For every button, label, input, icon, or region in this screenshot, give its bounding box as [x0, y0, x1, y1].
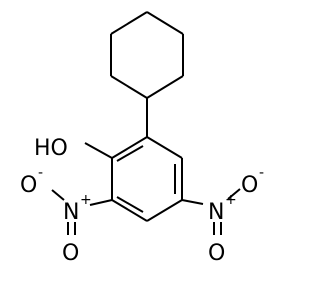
bond-c-n-right: [181, 199, 204, 205]
nitro-left-o-top-label: O: [20, 173, 37, 198]
bond-n-o-right-top: [227, 188, 241, 200]
bond-ar-4: [111, 199, 148, 222]
nitro-right-o-top-charge: -: [259, 165, 264, 181]
bond-ar-double-3: [116, 145, 144, 162]
bond-ar-3: [146, 199, 183, 222]
nitro-right-n-label: N: [208, 200, 224, 225]
bond-c-n-left: [89, 199, 113, 206]
nitro-right-o-top-label: O: [241, 173, 258, 198]
structure-diagram: HO N + O - O N + O - O: [20, 11, 264, 266]
cyclohexyl-ring: [110, 11, 184, 99]
bond-ar-6: [111, 136, 148, 159]
nitro-left-o-bottom-label: O: [62, 241, 79, 266]
nitro-right-n-charge: +: [225, 192, 237, 208]
bond-cy-6: [110, 11, 148, 35]
benzene-ring: [111, 136, 183, 222]
bond-cy-1: [146, 11, 184, 35]
hydroxyl-label: HO: [34, 136, 68, 161]
nitro-right-o-bottom-label: O: [208, 241, 225, 266]
nitro-left-o-top-charge: -: [38, 165, 43, 181]
bond-cy-3: [146, 75, 184, 99]
bond-c-oh: [84, 142, 113, 159]
nitro-left-n-charge: +: [80, 192, 92, 208]
nitro-left-n-label: N: [63, 200, 79, 225]
bond-ar-double-2: [116, 196, 144, 213]
bond-cy-4: [110, 75, 148, 99]
bond-n-o-left-top: [51, 189, 65, 201]
bond-ar-1: [146, 136, 183, 159]
